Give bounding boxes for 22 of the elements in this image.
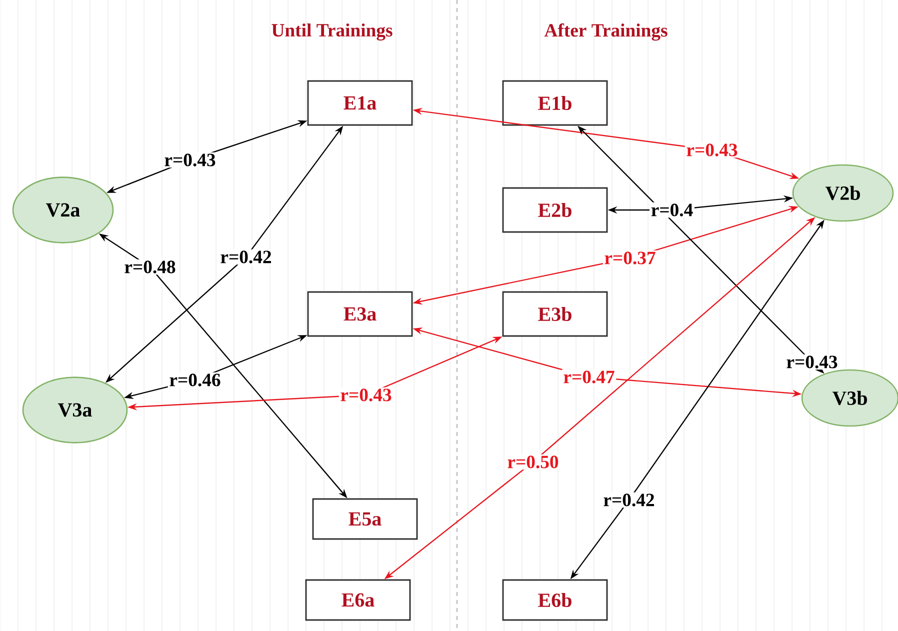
- edge-label: r=0.42: [602, 492, 656, 508]
- process-box: E3a: [307, 291, 413, 337]
- edge-label: r=0.48: [122, 259, 178, 275]
- process-box: E3b: [502, 291, 608, 337]
- edge-label: r=0.4: [650, 202, 694, 218]
- process-box: E5a: [312, 498, 418, 540]
- process-box: E1b: [502, 80, 608, 126]
- edge-label: r=0.43: [338, 387, 394, 403]
- edge-label: r=0.43: [784, 354, 840, 370]
- edge-label: r=0.46: [168, 372, 222, 388]
- edge-label: r=0.42: [218, 249, 274, 265]
- edge-label: r=0.43: [684, 142, 740, 158]
- edge-label: r=0.43: [162, 152, 218, 168]
- process-box: E2b: [502, 187, 608, 233]
- process-box: E6b: [502, 579, 608, 621]
- process-box: E1a: [307, 80, 413, 126]
- process-box: E6a: [305, 579, 411, 621]
- section-heading: Until Trainings: [272, 23, 392, 41]
- edge-label: r=0.37: [602, 250, 658, 266]
- section-heading: After Trainings: [544, 23, 668, 41]
- edge-label: r=0.50: [506, 454, 560, 470]
- edge-label: r=0.47: [562, 369, 616, 385]
